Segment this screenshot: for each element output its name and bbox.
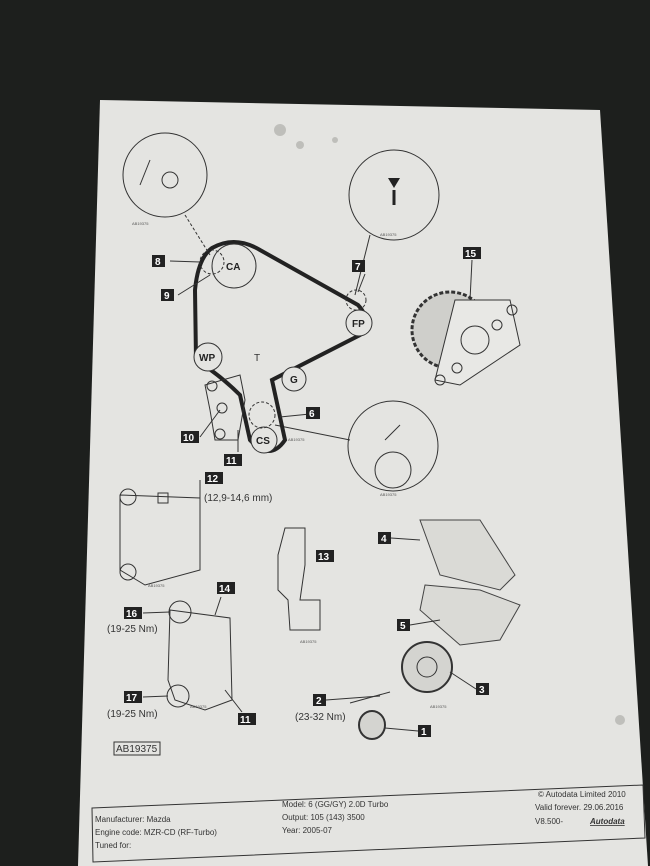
svg-text:AB19375: AB19375	[190, 704, 207, 709]
footer-info-box: Manufacturer: Mazda Engine code: MZR-CD …	[91, 784, 646, 863]
svg-text:10: 10	[183, 433, 195, 444]
callout-15: 15	[463, 247, 481, 260]
svg-text:8: 8	[155, 257, 161, 268]
svg-text:17: 17	[126, 693, 138, 704]
svg-text:Year: 2005-07: Year: 2005-07	[282, 826, 333, 835]
fuel-pump-sprocket-part	[410, 290, 521, 386]
callout-8: 8	[152, 255, 165, 268]
svg-text:Output: 105 (143) 3500: Output: 105 (143) 3500	[282, 813, 365, 822]
svg-text:2: 2	[316, 696, 322, 707]
tensioner-views: AB19375 AB19375 AB19375	[119, 480, 321, 711]
callout-16: 16	[124, 607, 142, 620]
callout-5: 5	[397, 619, 410, 632]
paper-sheet	[78, 100, 648, 866]
svg-text:14: 14	[219, 584, 231, 595]
svg-text:4: 4	[381, 534, 387, 545]
svg-text:Valid forever. 29.06.2016: Valid forever. 29.06.2016	[535, 803, 624, 812]
svg-text:6: 6	[309, 409, 315, 420]
callout-9: 9	[161, 289, 174, 302]
covers-and-crank-pulley: AB19375	[349, 519, 521, 740]
svg-text:12: 12	[207, 474, 219, 485]
svg-text:AB19375: AB19375	[148, 583, 165, 588]
svg-text:Tuned for:: Tuned for:	[95, 841, 131, 850]
svg-text:AB19375: AB19375	[288, 437, 305, 442]
callout-14: 14	[217, 582, 235, 595]
torque-16: (19-25 Nm)	[107, 624, 158, 635]
figure-ref: AB19375	[116, 744, 158, 755]
callout-labels: 8 9 7 15 6 10 11 12 13 14 16 17 11 4 5 2…	[124, 247, 489, 738]
svg-text:AB19375: AB19375	[132, 221, 149, 226]
torque-2: (23-32 Nm)	[295, 712, 346, 723]
svg-text:T: T	[254, 353, 260, 364]
callout-3: 3	[476, 683, 489, 696]
svg-text:FP: FP	[352, 319, 365, 330]
callout-11: 11	[224, 454, 242, 467]
svg-text:AB19375: AB19375	[430, 704, 447, 709]
stains	[274, 124, 625, 725]
svg-text:AB19375: AB19375	[300, 639, 317, 644]
callout-7: 7	[352, 260, 365, 273]
callout-17: 17	[124, 691, 142, 704]
svg-text:CA: CA	[226, 262, 240, 273]
autodata-logo: Autodata	[589, 817, 625, 826]
svg-text:AB19375: AB19375	[380, 492, 397, 497]
svg-text:16: 16	[126, 609, 138, 620]
callout-2: 2	[313, 694, 326, 707]
svg-text:Model: 6 (GG/GY) 2.0D Turbo: Model: 6 (GG/GY) 2.0D Turbo	[282, 800, 389, 809]
svg-text:© Autodata Limited 2010: © Autodata Limited 2010	[538, 790, 626, 799]
svg-text:Engine code: MZR-CD (RF-Turbo): Engine code: MZR-CD (RF-Turbo)	[95, 828, 217, 837]
svg-text:AB19375: AB19375	[380, 232, 397, 237]
svg-text:G: G	[290, 375, 298, 386]
svg-text:WP: WP	[199, 353, 215, 364]
torque-17: (19-25 Nm)	[107, 709, 158, 720]
svg-text:13: 13	[318, 552, 330, 563]
callout-11b: 11	[238, 713, 256, 726]
timing-belt-routing: CA FP WP G CS T AB19375	[192, 240, 373, 454]
callout-4: 4	[378, 532, 391, 545]
svg-text:11: 11	[240, 715, 251, 726]
callout-1: 1	[418, 725, 431, 738]
svg-text:5: 5	[400, 621, 406, 632]
leader-lines	[142, 259, 477, 732]
belt-deflection-spec: (12,9-14,6 mm)	[204, 493, 272, 504]
callout-13: 13	[316, 550, 334, 563]
svg-text:1: 1	[421, 727, 427, 738]
svg-text:15: 15	[465, 249, 477, 260]
svg-text:3: 3	[479, 685, 485, 696]
svg-text:Manufacturer: Mazda: Manufacturer: Mazda	[95, 815, 171, 824]
callout-6: 6	[306, 407, 320, 420]
svg-text:CS: CS	[256, 436, 270, 447]
figure-ref-box	[113, 741, 161, 756]
svg-text:7: 7	[355, 262, 361, 273]
camshaft-detail-view: AB19375	[122, 132, 211, 256]
callout-12: 12	[205, 472, 223, 485]
svg-text:11: 11	[226, 456, 237, 467]
svg-text:V8.500-: V8.500-	[535, 817, 563, 826]
svg-text:9: 9	[164, 291, 170, 302]
callout-10: 10	[181, 431, 199, 444]
crankshaft-detail-view: AB19375	[274, 400, 439, 497]
